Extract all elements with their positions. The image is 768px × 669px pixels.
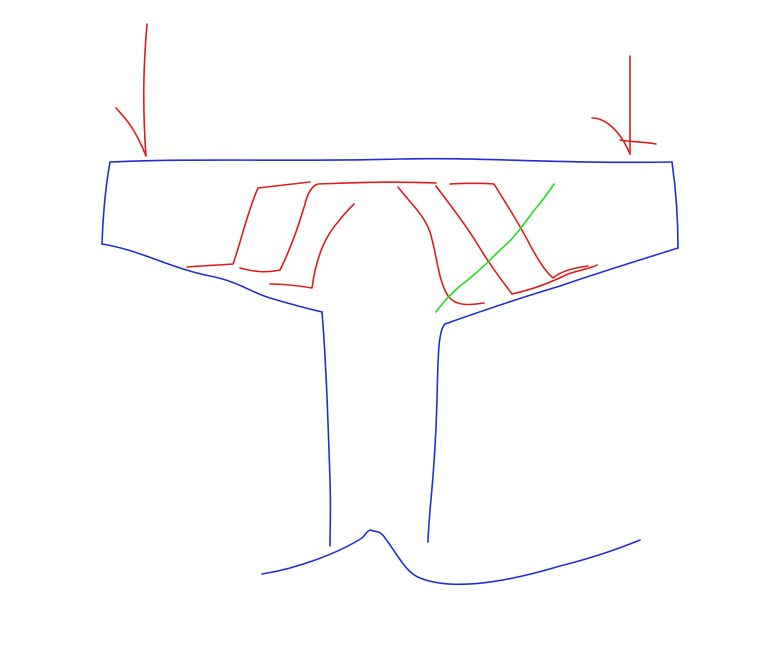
web-right-side — [427, 323, 446, 543]
crack-right-outer — [449, 182, 589, 279]
flange-left-underside — [101, 243, 323, 313]
flange-right-underside — [444, 247, 679, 325]
crack-right-inner — [397, 186, 485, 306]
crack-lines — [186, 181, 598, 306]
bottom-support-line — [261, 529, 641, 585]
diagonal-line — [435, 183, 555, 313]
crack-left-outer — [186, 181, 311, 268]
crack-left-middle — [239, 181, 437, 273]
web-left-side — [321, 311, 332, 547]
flange-right-end — [671, 161, 679, 249]
flange-top-edge — [109, 157, 673, 164]
t-body-outline — [101, 157, 679, 585]
load-arrow-left — [115, 23, 148, 157]
arrow-head-left — [115, 107, 147, 157]
load-arrow-right — [591, 55, 657, 155]
arrow-head-right — [591, 117, 657, 155]
crack-right-mid — [435, 185, 598, 295]
arrow-shaft-left — [142, 23, 148, 157]
flange-left-end — [101, 161, 111, 245]
crack-left-inner — [269, 203, 355, 289]
